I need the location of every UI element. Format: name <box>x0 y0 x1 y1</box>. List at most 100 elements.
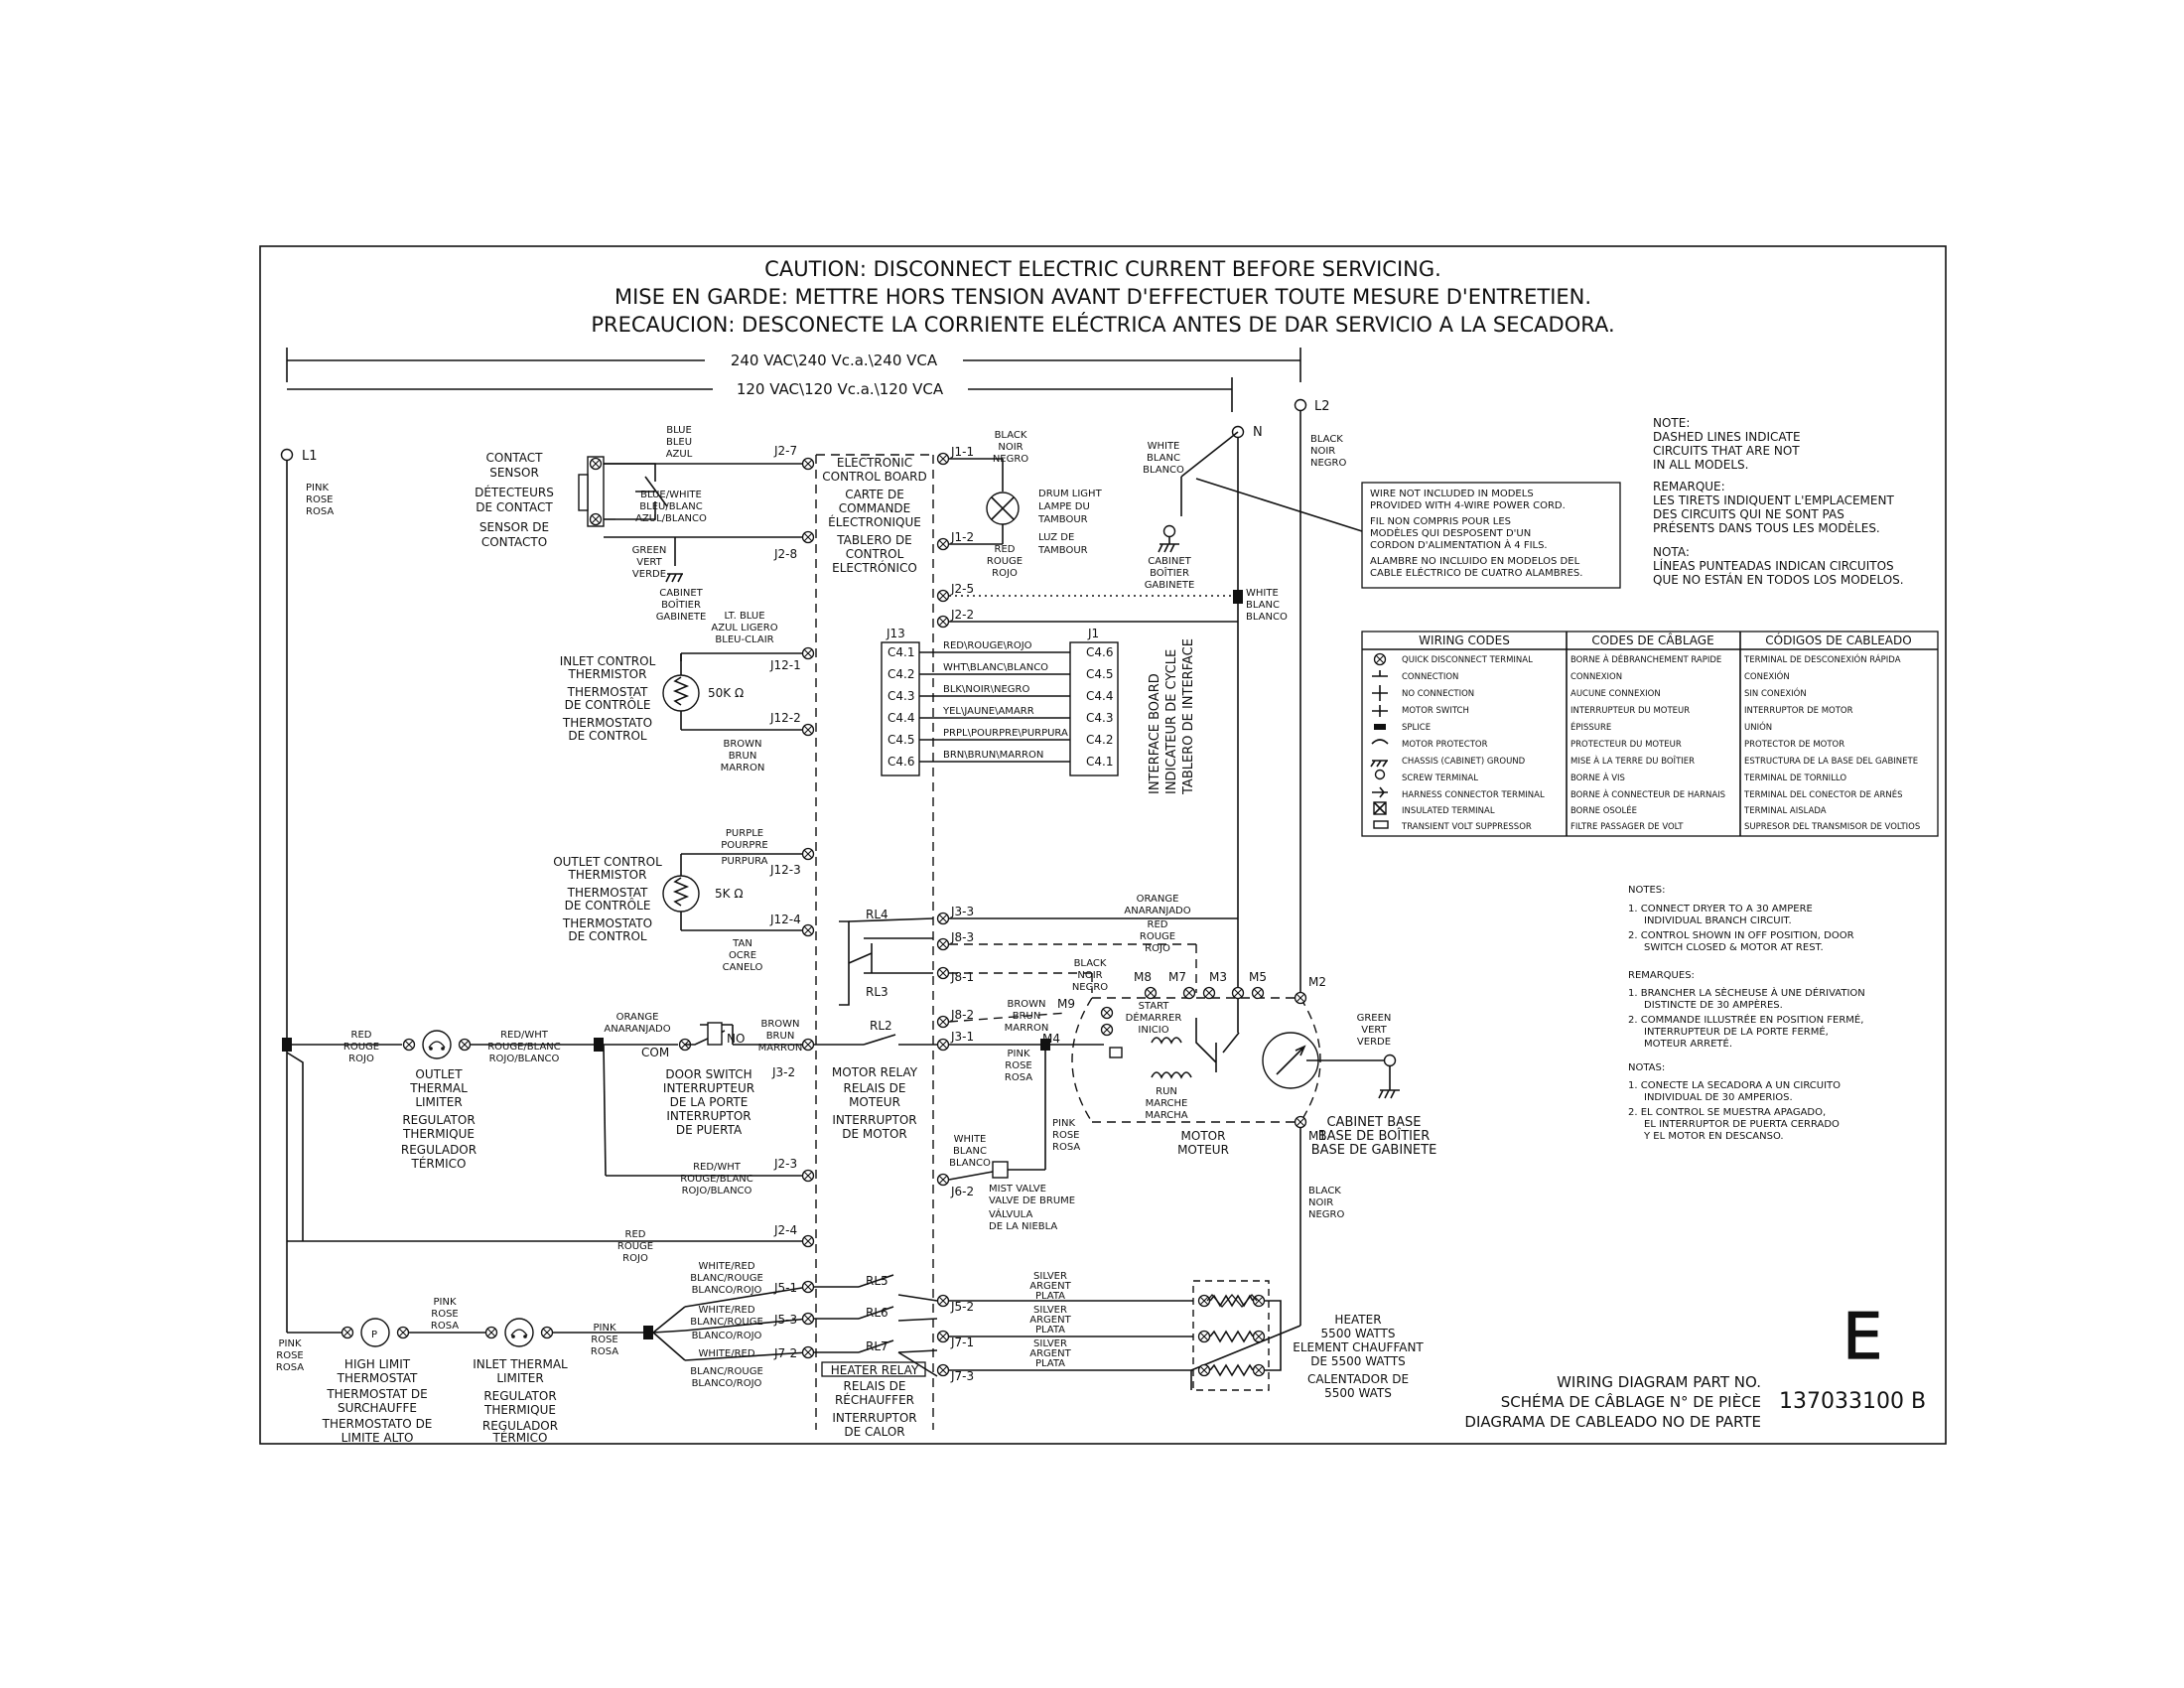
inlet-limiter-label: INLET THERMAL LIMITER REGULATOR THERMIQU… <box>473 1357 568 1445</box>
wire-red-wht: RED/WHT ROUGE/BLANC ROJO/BLANCO <box>487 1030 561 1064</box>
svg-text:TERMINAL DE TORNILLO: TERMINAL DE TORNILLO <box>1743 774 1846 783</box>
svg-text:ROUGE/BLANC: ROUGE/BLANC <box>680 1174 753 1185</box>
svg-text:BLK\NOIR\NEGRO: BLK\NOIR\NEGRO <box>943 684 1029 695</box>
svg-text:REGULATOR: REGULATOR <box>483 1389 556 1403</box>
wire-white-red-j72: WHITE/RED BLANC/ROUGE BLANCO/ROJO <box>690 1348 763 1389</box>
j123-terminal <box>801 847 815 861</box>
svg-text:PROVIDED WITH 4-WIRE POWER COR: PROVIDED WITH 4-WIRE POWER CORD. <box>1370 500 1566 511</box>
l1-outlet-branch <box>292 1030 808 1177</box>
svg-text:CABINET: CABINET <box>1148 556 1191 567</box>
svg-text:CABLE ELÉCTRICO DE CUATRO ALAM: CABLE ELÉCTRICO DE CUATRO ALAMBRES. <box>1370 566 1582 579</box>
svg-text:C4.2: C4.2 <box>1086 733 1113 747</box>
svg-text:DÉMARRER: DÉMARRER <box>1126 1011 1182 1024</box>
svg-text:NOTAS:: NOTAS: <box>1628 1062 1665 1073</box>
door-switch <box>685 1022 808 1046</box>
svg-text:ELEMENT CHAUFFANT: ELEMENT CHAUFFANT <box>1293 1340 1424 1354</box>
heater-branch: P <box>287 1286 809 1361</box>
svg-text:BLANC: BLANC <box>953 1146 987 1157</box>
j53-terminal <box>801 1312 815 1326</box>
part-number-label: WIRING DIAGRAM PART NO. SCHÉMA DE CÂBLAG… <box>1464 1373 1761 1431</box>
j71-label: J7-1 <box>950 1336 974 1349</box>
splice-n <box>1233 590 1243 604</box>
svg-text:ROSE: ROSE <box>1052 1130 1080 1141</box>
svg-text:BORNE À DÉBRANCHEMENT RAPIDE: BORNE À DÉBRANCHEMENT RAPIDE <box>1570 653 1721 665</box>
caution-es: PRECAUCION: DESCONECTE LA CORRIENTE ELÉC… <box>591 312 1614 337</box>
svg-text:BROWN: BROWN <box>723 739 761 750</box>
wire-red-drum: RED ROUGE ROJO <box>987 544 1023 579</box>
svg-text:DE CONTACT: DE CONTACT <box>476 500 553 514</box>
j23-label: J2-3 <box>773 1157 797 1171</box>
wire-silver-1: SILVER ARGENT PLATA <box>1029 1271 1071 1302</box>
wire-pink-hl: PINK ROSE ROSA <box>431 1297 459 1332</box>
wire-red-j24: RED ROUGE ROJO <box>617 1229 653 1264</box>
wire-green-left: GREEN VERT VERDE <box>632 545 667 580</box>
svg-text:PINK: PINK <box>593 1323 615 1334</box>
svg-text:ROUGE: ROUGE <box>987 556 1023 567</box>
svg-text:NOTE:: NOTE: <box>1653 416 1690 430</box>
contact-sensor-label: CONTACT SENSOR DÉTECTEURS DE CONTACT SEN… <box>475 451 554 549</box>
wire-white-j2: WHITE BLANC BLANCO <box>1246 588 1288 623</box>
wire-blue-white: BLUE/WHITE BLEU/BLANC AZUL/BLANCO <box>635 490 707 524</box>
svg-text:LIMITER: LIMITER <box>415 1095 462 1109</box>
wire-white-red-j51: WHITE/RED BLANC/ROUGE BLANCO/ROJO <box>690 1261 763 1296</box>
svg-text:ROSA: ROSA <box>1052 1142 1080 1153</box>
svg-text:AZUL: AZUL <box>666 449 693 460</box>
svg-text:SPLICE: SPLICE <box>1402 723 1431 733</box>
svg-text:1. CONNECT DRYER TO A 30 AMPER: 1. CONNECT DRYER TO A 30 AMPERE <box>1628 904 1813 914</box>
svg-text:ROUGE: ROUGE <box>1140 931 1175 942</box>
rl6-label: RL6 <box>866 1306 888 1320</box>
svg-text:C4.3: C4.3 <box>1086 711 1113 725</box>
j33-label: J3-3 <box>950 905 974 918</box>
svg-text:BROWN: BROWN <box>760 1019 799 1030</box>
wire-pink-j31: PINK ROSE ROSA <box>1005 1049 1032 1083</box>
cabinet-base-label: CABINET BASE BASE DE BOÎTIER BASE DE GAB… <box>1311 1115 1437 1158</box>
heater-relays <box>814 1274 938 1377</box>
svg-text:OCRE: OCRE <box>729 950 756 961</box>
svg-text:LAMPE DU: LAMPE DU <box>1038 501 1090 512</box>
svg-text:NOTES:: NOTES: <box>1628 885 1666 896</box>
svg-text:BLANC: BLANC <box>1147 453 1180 464</box>
svg-text:BLACK: BLACK <box>1310 434 1343 445</box>
svg-text:MARRON: MARRON <box>758 1043 803 1054</box>
svg-text:WHITE/RED: WHITE/RED <box>698 1348 754 1359</box>
svg-text:POURPRE: POURPRE <box>721 840 767 851</box>
svg-text:DE CALOR: DE CALOR <box>844 1425 904 1439</box>
svg-text:FILTRE PASSAGER DE VOLT: FILTRE PASSAGER DE VOLT <box>1570 822 1684 832</box>
wire-pink-mist: PINK ROSE ROSA <box>1052 1118 1080 1153</box>
j53-label: J5-3 <box>773 1313 797 1327</box>
svg-text:C4.1: C4.1 <box>887 645 914 659</box>
wire-orange-j33: ORANGE ANARANJADO <box>1124 894 1190 916</box>
wiring-codes-table: WIRING CODES CODES DE CÂBLAGE CÓDIGOS DE… <box>1361 631 1939 837</box>
main-wires <box>286 411 1301 1390</box>
svg-text:THERMAL: THERMAL <box>409 1081 468 1095</box>
svg-text:CONNECTION: CONNECTION <box>1402 672 1458 682</box>
j12-label: J1-2 <box>950 530 974 544</box>
motor-relay-rl2 <box>814 1034 937 1046</box>
svg-text:INLET CONTROL: INLET CONTROL <box>560 654 656 668</box>
svg-text:PLATA: PLATA <box>1035 1291 1065 1302</box>
high-limit-label: HIGH LIMIT THERMOSTAT THERMOSTAT DE SURC… <box>322 1357 433 1445</box>
svg-text:BLEU/BLANC: BLEU/BLANC <box>639 501 702 512</box>
j51-label: J5-1 <box>773 1281 797 1295</box>
svg-text:THERMOSTAT: THERMOSTAT <box>337 1371 418 1385</box>
svg-text:PROTECTEUR DU MOTEUR: PROTECTEUR DU MOTEUR <box>1570 740 1682 750</box>
m5-label: M5 <box>1249 970 1267 984</box>
j73-terminal <box>936 1363 950 1377</box>
j83-terminal <box>936 937 950 951</box>
contact-sensor <box>578 456 808 566</box>
wire-white-mist: WHITE BLANC BLANCO <box>949 1134 991 1169</box>
svg-text:YEL\JAUNE\AMARR: YEL\JAUNE\AMARR <box>942 706 1034 717</box>
rl2-label: RL2 <box>870 1019 892 1033</box>
svg-text:WHITE: WHITE <box>1148 441 1180 452</box>
splice-l1 <box>282 1038 292 1052</box>
svg-text:BLANCO/ROJO: BLANCO/ROJO <box>692 1378 762 1389</box>
m2-label: M2 <box>1308 975 1326 989</box>
n-label: N <box>1253 425 1263 440</box>
svg-text:1. CONECTE LA SECADORA A UN CI: 1. CONECTE LA SECADORA A UN CIRCUITO <box>1628 1080 1841 1091</box>
svg-text:WHITE/RED: WHITE/RED <box>698 1261 754 1272</box>
wire-black-l2: BLACK NOIR NEGRO <box>1310 434 1346 469</box>
j25-label: J2-5 <box>950 582 974 596</box>
wire-silver-2: SILVER ARGENT PLATA <box>1029 1305 1071 1336</box>
svg-text:C4.6: C4.6 <box>1086 645 1113 659</box>
j121-label: J12-1 <box>769 658 801 672</box>
